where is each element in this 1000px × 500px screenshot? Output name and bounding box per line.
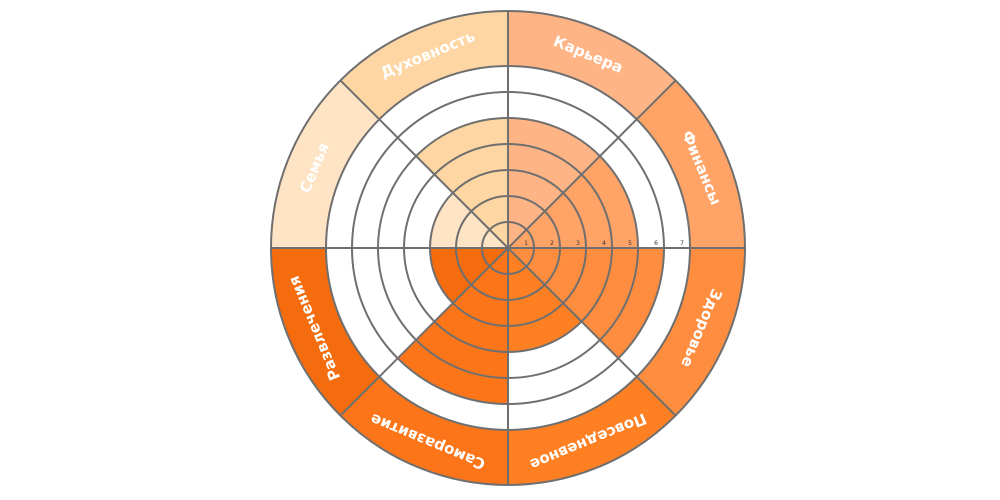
tick-label-7: 7 [680,240,684,247]
sector-4-score-fill [508,248,582,352]
sector-dividers [271,11,745,485]
sector-7-score-fill [430,192,508,248]
sector-1-band [508,11,676,120]
sector-6-band [271,248,380,416]
sector-5-score-fill [397,248,508,404]
divider-6 [339,247,509,417]
tick-label-5: 5 [628,240,632,247]
tick-label-2: 2 [550,240,554,247]
scale-ticks: 1 2 3 4 5 6 7 [524,240,684,247]
sector-4-band [508,376,676,485]
tick-label-4: 4 [602,240,606,247]
sector-8-score-fill [416,118,508,248]
tick-label-1: 1 [524,240,528,247]
sector-3-band [636,248,745,416]
divider-2 [507,79,677,249]
sector-2-score-fill [508,156,638,248]
sector-5-band [340,376,508,485]
sector-6-score-fill [430,248,508,304]
divider-8 [339,79,509,249]
sector-3-score-fill [508,248,664,359]
tick-label-6: 6 [654,240,658,247]
divider-4 [507,247,677,417]
tick-label-3: 3 [576,240,580,247]
sector-8-band [340,11,508,120]
sector-7-band [271,80,380,248]
sector-2-band [636,80,745,248]
sector-1-score-fill [508,118,600,248]
